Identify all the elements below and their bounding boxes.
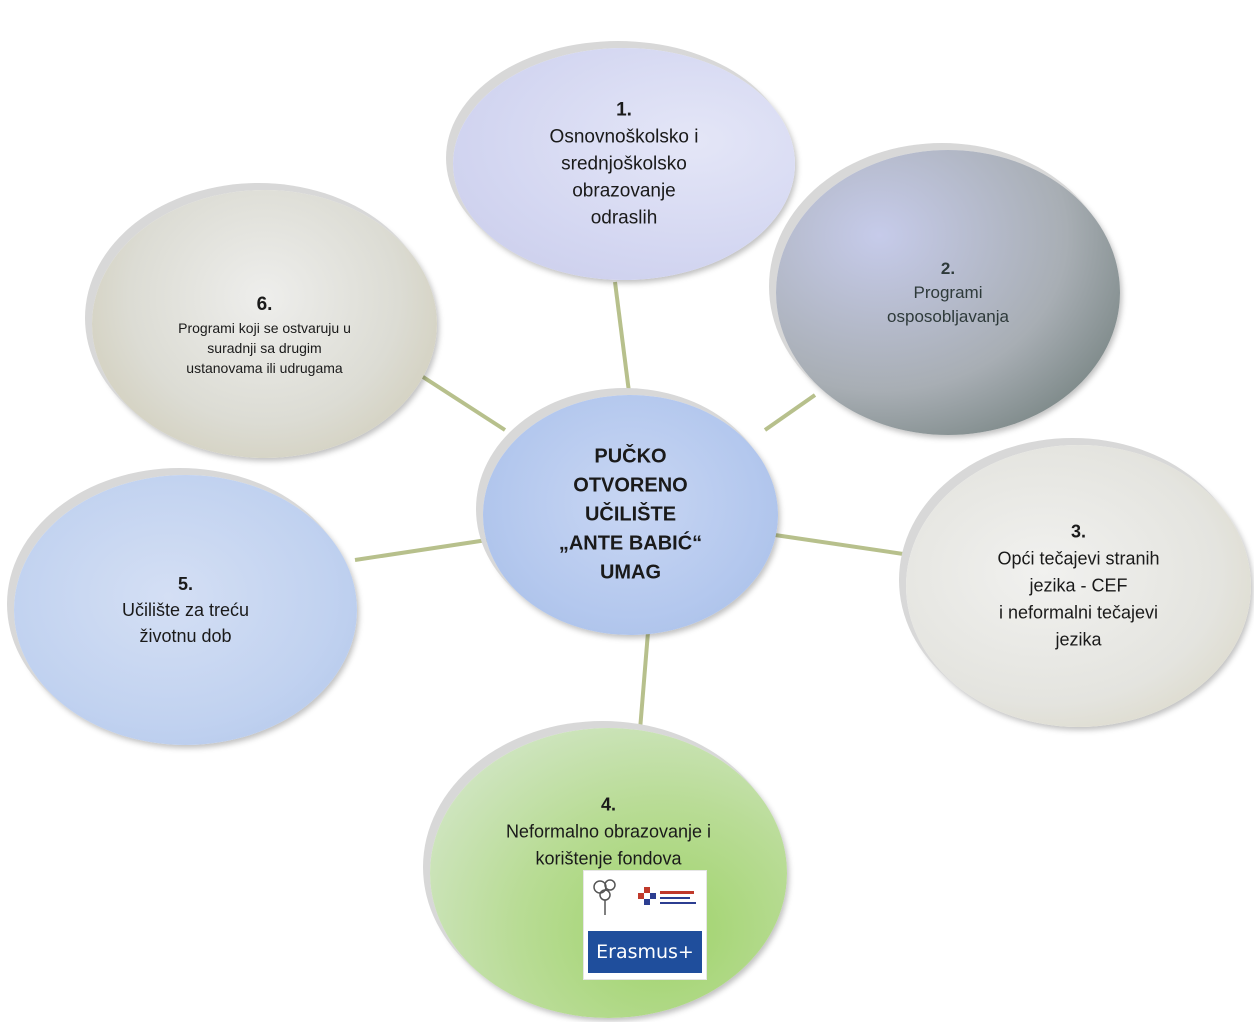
node-5-third-age-school: 5. Učilište za treću životnu dob [14, 475, 357, 745]
node-3-number: 3. [1070, 521, 1086, 542]
node-3-label: Opći tečajevi stranih jezika - CEF i nef… [997, 548, 1160, 650]
connector-2 [763, 393, 817, 432]
connector-4 [638, 631, 650, 731]
node-6-partner-programs: 6. Programi koji se ostvaruju u suradnji… [92, 190, 437, 458]
connector-1 [613, 281, 632, 401]
center-node-institution: PUČKO OTVORENO UČILIŠTE „ANTE BABIĆ“ UMA… [483, 395, 778, 635]
node-2-training-programs: 2. Programi osposobljavanja [776, 150, 1120, 435]
node-6-number: 6. [256, 293, 273, 315]
node-4-number: 4. [600, 794, 616, 815]
connector-5 [354, 538, 488, 562]
node-4-label: Neformalno obrazovanje i korištenje fond… [505, 821, 712, 869]
node-2-label: Programi osposobljavanja [887, 282, 1009, 326]
eu-funds-logo-icon [593, 879, 696, 915]
node-2-number: 2. [940, 258, 956, 278]
node-5-label: Učilište za treću životnu dob [121, 600, 250, 646]
node-1-adult-education: 1. Osnovnoškolsko i srednjoškolsko obraz… [453, 48, 795, 280]
funding-logos: Erasmus+ [583, 870, 707, 980]
center-title: PUČKO OTVORENO UČILIŠTE „ANTE BABIĆ“ UMA… [558, 445, 703, 584]
node-1-label: Osnovnoškolsko i srednjoškolsko obrazova… [549, 126, 699, 229]
node-3-language-courses: 3. Opći tečajevi stranih jezika - CEF i … [906, 445, 1251, 727]
node-5-number: 5. [177, 574, 193, 594]
erasmus-plus-logo: Erasmus+ [588, 931, 702, 973]
connector-3 [774, 533, 911, 557]
node-6-label: Programi koji se ostvaruju u suradnji sa… [178, 319, 351, 376]
node-1-number: 1. [616, 99, 632, 121]
connector-6 [418, 373, 507, 432]
